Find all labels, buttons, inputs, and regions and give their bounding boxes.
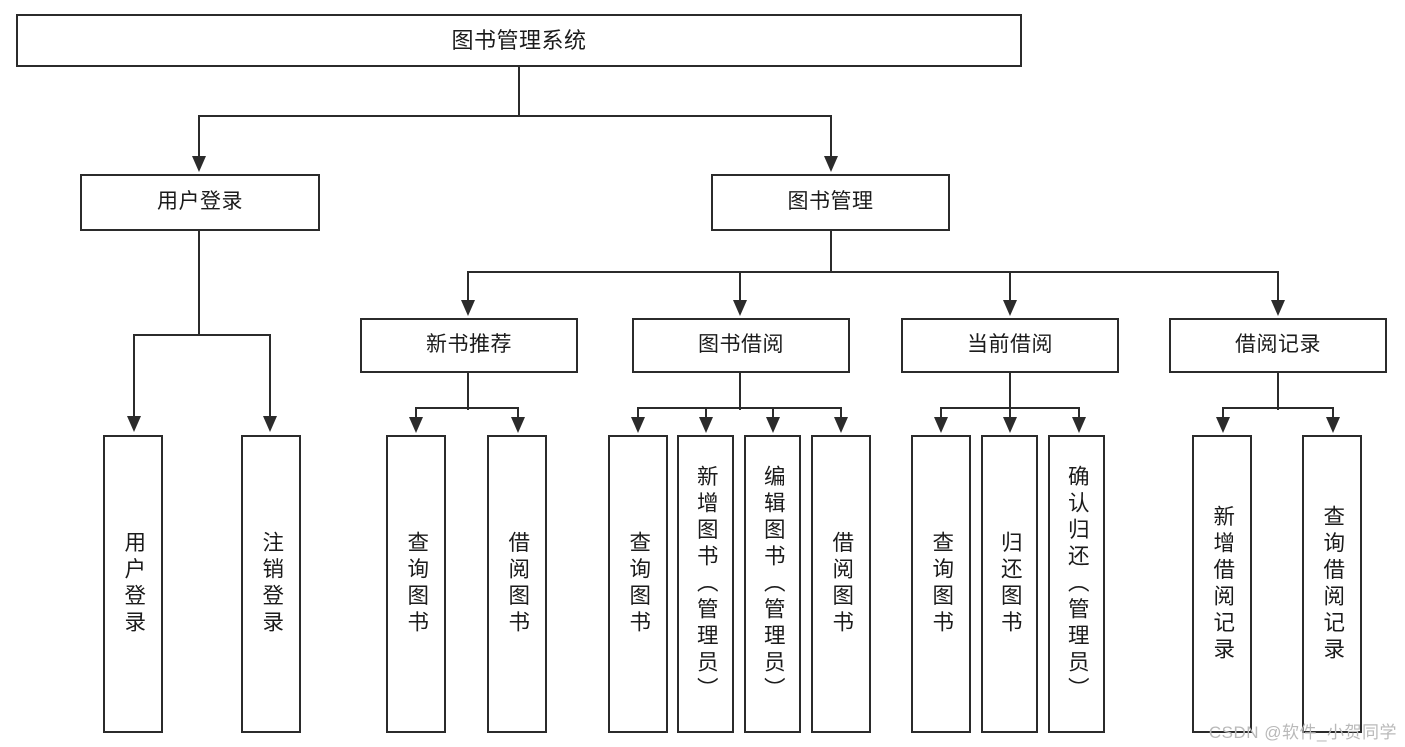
node-leaf-query-record[interactable]: 查询借阅记录 [1302, 435, 1362, 733]
node-leaf-confirm-return[interactable]: 确认归还（管理员） [1048, 435, 1105, 733]
node-borrow-record[interactable]: 借阅记录 [1169, 318, 1387, 373]
connector-root-bus [198, 115, 832, 118]
connector-bb-branch-2 [705, 407, 708, 419]
connector-br-branch-2 [1332, 407, 1335, 419]
connector-user-login-stem [198, 231, 201, 336]
arrow-to-leaf-user-logout [263, 416, 277, 432]
arrow-to-user-login [192, 156, 206, 172]
node-user-login[interactable]: 用户登录 [80, 174, 320, 231]
node-label: 注销登录 [259, 531, 284, 637]
connector-cb-branch-3 [1078, 407, 1081, 419]
arrow-to-book-management [824, 156, 838, 172]
connector-bb-bus [637, 407, 842, 410]
arrow-to-new-book-recommend [461, 300, 475, 316]
connector-nbr-branch-1 [415, 407, 418, 419]
node-leaf-borrow-book-2[interactable]: 借阅图书 [811, 435, 871, 733]
connector-bb-branch-3 [772, 407, 775, 419]
connector-nbr-bus [415, 407, 519, 410]
connector-bb-branch-4 [840, 407, 843, 419]
arrow-to-leaf-user-login [127, 416, 141, 432]
node-label: 借阅记录 [1235, 333, 1321, 357]
arrow-to-book-borrow [733, 300, 747, 316]
node-current-borrow[interactable]: 当前借阅 [901, 318, 1119, 373]
csdn-watermark: CSDN @软件_小贺同学 [1208, 723, 1397, 742]
arrow-to-leaf-query-book-2 [631, 417, 645, 433]
node-leaf-add-book[interactable]: 新增图书（管理员） [677, 435, 734, 733]
arrow-to-leaf-return-book [1003, 417, 1017, 433]
arrow-to-leaf-query-record [1326, 417, 1340, 433]
node-leaf-query-book-1[interactable]: 查询图书 [386, 435, 446, 733]
node-leaf-borrow-book-1[interactable]: 借阅图书 [487, 435, 547, 733]
node-new-book-recommend[interactable]: 新书推荐 [360, 318, 578, 373]
connector-root-to-user-login [198, 115, 201, 158]
node-label: 图书管理 [787, 190, 874, 214]
connector-root-to-book-management [830, 115, 833, 158]
connector-bb-stem [739, 373, 742, 410]
node-label: 借阅图书 [505, 531, 530, 637]
connector-nbr-branch-2 [517, 407, 520, 419]
connector-nbr-stem [467, 373, 470, 410]
node-leaf-user-logout[interactable]: 注销登录 [241, 435, 301, 733]
node-leaf-add-record[interactable]: 新增借阅记录 [1192, 435, 1252, 733]
arrow-to-leaf-query-book-3 [934, 417, 948, 433]
node-label: 当前借阅 [967, 333, 1053, 357]
connector-book-management-stem [830, 231, 833, 273]
node-book-management[interactable]: 图书管理 [711, 174, 950, 231]
arrow-to-leaf-borrow-book-2 [834, 417, 848, 433]
arrow-to-leaf-edit-book [766, 417, 780, 433]
arrow-to-leaf-query-book-1 [409, 417, 423, 433]
connector-book-management-bus [467, 271, 1279, 274]
node-label: 用户登录 [121, 531, 146, 637]
node-label: 借阅图书 [829, 531, 854, 637]
node-leaf-query-book-3[interactable]: 查询图书 [911, 435, 971, 733]
connector-user-login-branch-2 [269, 334, 272, 418]
arrow-to-leaf-add-book [699, 417, 713, 433]
node-label: 查询借阅记录 [1320, 504, 1345, 664]
connector-user-login-branch-1 [133, 334, 136, 418]
node-label: 查询图书 [404, 531, 429, 637]
connector-br-stem [1277, 373, 1280, 410]
node-label: 新书推荐 [426, 333, 512, 357]
connector-root-stem [518, 67, 521, 116]
connector-user-login-bus [133, 334, 271, 337]
node-leaf-return-book[interactable]: 归还图书 [981, 435, 1038, 733]
node-label: 编辑图书（管理员） [761, 464, 786, 704]
arrow-to-current-borrow [1003, 300, 1017, 316]
node-label: 查询图书 [929, 531, 954, 637]
node-label: 新增图书（管理员） [694, 464, 719, 704]
connector-bm-branch-3 [1009, 271, 1012, 302]
node-label: 新增借阅记录 [1210, 504, 1235, 664]
arrow-to-leaf-borrow-book-1 [511, 417, 525, 433]
connector-bm-branch-4 [1277, 271, 1280, 302]
node-label: 查询图书 [626, 531, 651, 637]
node-label: 确认归还（管理员） [1065, 464, 1090, 704]
node-root-book-management-system[interactable]: 图书管理系统 [16, 14, 1022, 67]
connector-br-bus [1222, 407, 1334, 410]
arrow-to-borrow-record [1271, 300, 1285, 316]
connector-bb-branch-1 [637, 407, 640, 419]
node-label: 归还图书 [998, 531, 1023, 637]
node-leaf-edit-book[interactable]: 编辑图书（管理员） [744, 435, 801, 733]
node-label: 图书借阅 [698, 333, 784, 357]
connector-cb-branch-1 [940, 407, 943, 419]
arrow-to-leaf-add-record [1216, 417, 1230, 433]
node-label: 图书管理系统 [451, 27, 587, 53]
node-leaf-user-login[interactable]: 用户登录 [103, 435, 163, 733]
connector-cb-stem [1009, 373, 1012, 410]
node-label: 用户登录 [157, 190, 243, 214]
connector-br-branch-1 [1222, 407, 1225, 419]
node-book-borrow[interactable]: 图书借阅 [632, 318, 850, 373]
connector-cb-branch-2 [1009, 407, 1012, 419]
node-leaf-query-book-2[interactable]: 查询图书 [608, 435, 668, 733]
connector-bm-branch-1 [467, 271, 470, 302]
connector-bm-branch-2 [739, 271, 742, 302]
arrow-to-leaf-confirm-return [1072, 417, 1086, 433]
